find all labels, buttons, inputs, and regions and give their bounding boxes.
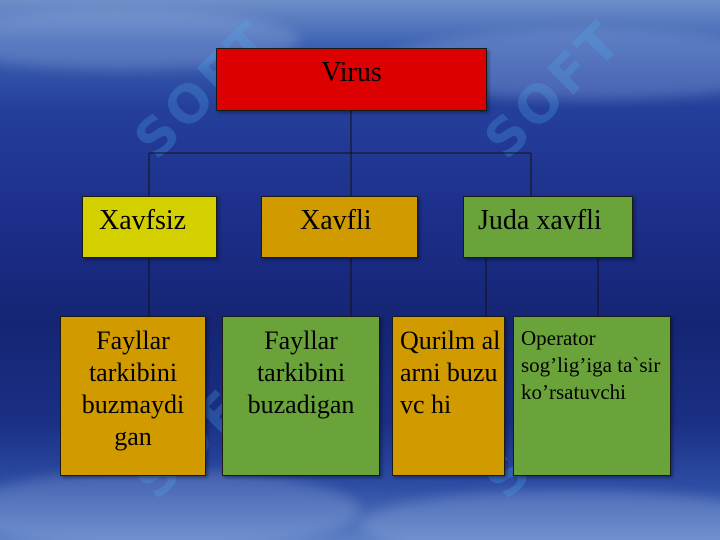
category-node-xavfsiz: Xavfsiz <box>82 196 217 258</box>
leaf-node-operator: Operator sog’lig’iga ta`sir ko’rsatuvchi <box>513 316 671 476</box>
leaf-node-qurilmalarni-buzuvchi: Qurilm alarni buzuvc hi <box>392 316 505 476</box>
leaf-text: Operator sog’lig’iga ta`sir ko’rsatuvchi <box>521 326 661 404</box>
root-node-virus: Virus <box>216 48 487 111</box>
category-node-juda-xavfli: Juda xavfli <box>463 196 633 258</box>
leaf-text: Qurilm alarni buzuvc hi <box>400 326 501 419</box>
leaf-node-buzadigan: Fayllar tarkibini buzadigan <box>222 316 380 476</box>
leaf-text: Fayllar tarkibini buzadigan <box>247 326 355 419</box>
category-label: Xavfli <box>300 205 372 236</box>
leaf-text: Fayllar tarkibini buzmaydi gan <box>81 326 185 451</box>
leaf-node-buzmaydigan: Fayllar tarkibini buzmaydi gan <box>60 316 206 476</box>
category-label: Juda xavfli <box>478 205 602 236</box>
category-label: Xavfsiz <box>99 205 187 236</box>
root-node-label: Virus <box>321 57 382 88</box>
category-node-xavfli: Xavfli <box>261 196 418 258</box>
